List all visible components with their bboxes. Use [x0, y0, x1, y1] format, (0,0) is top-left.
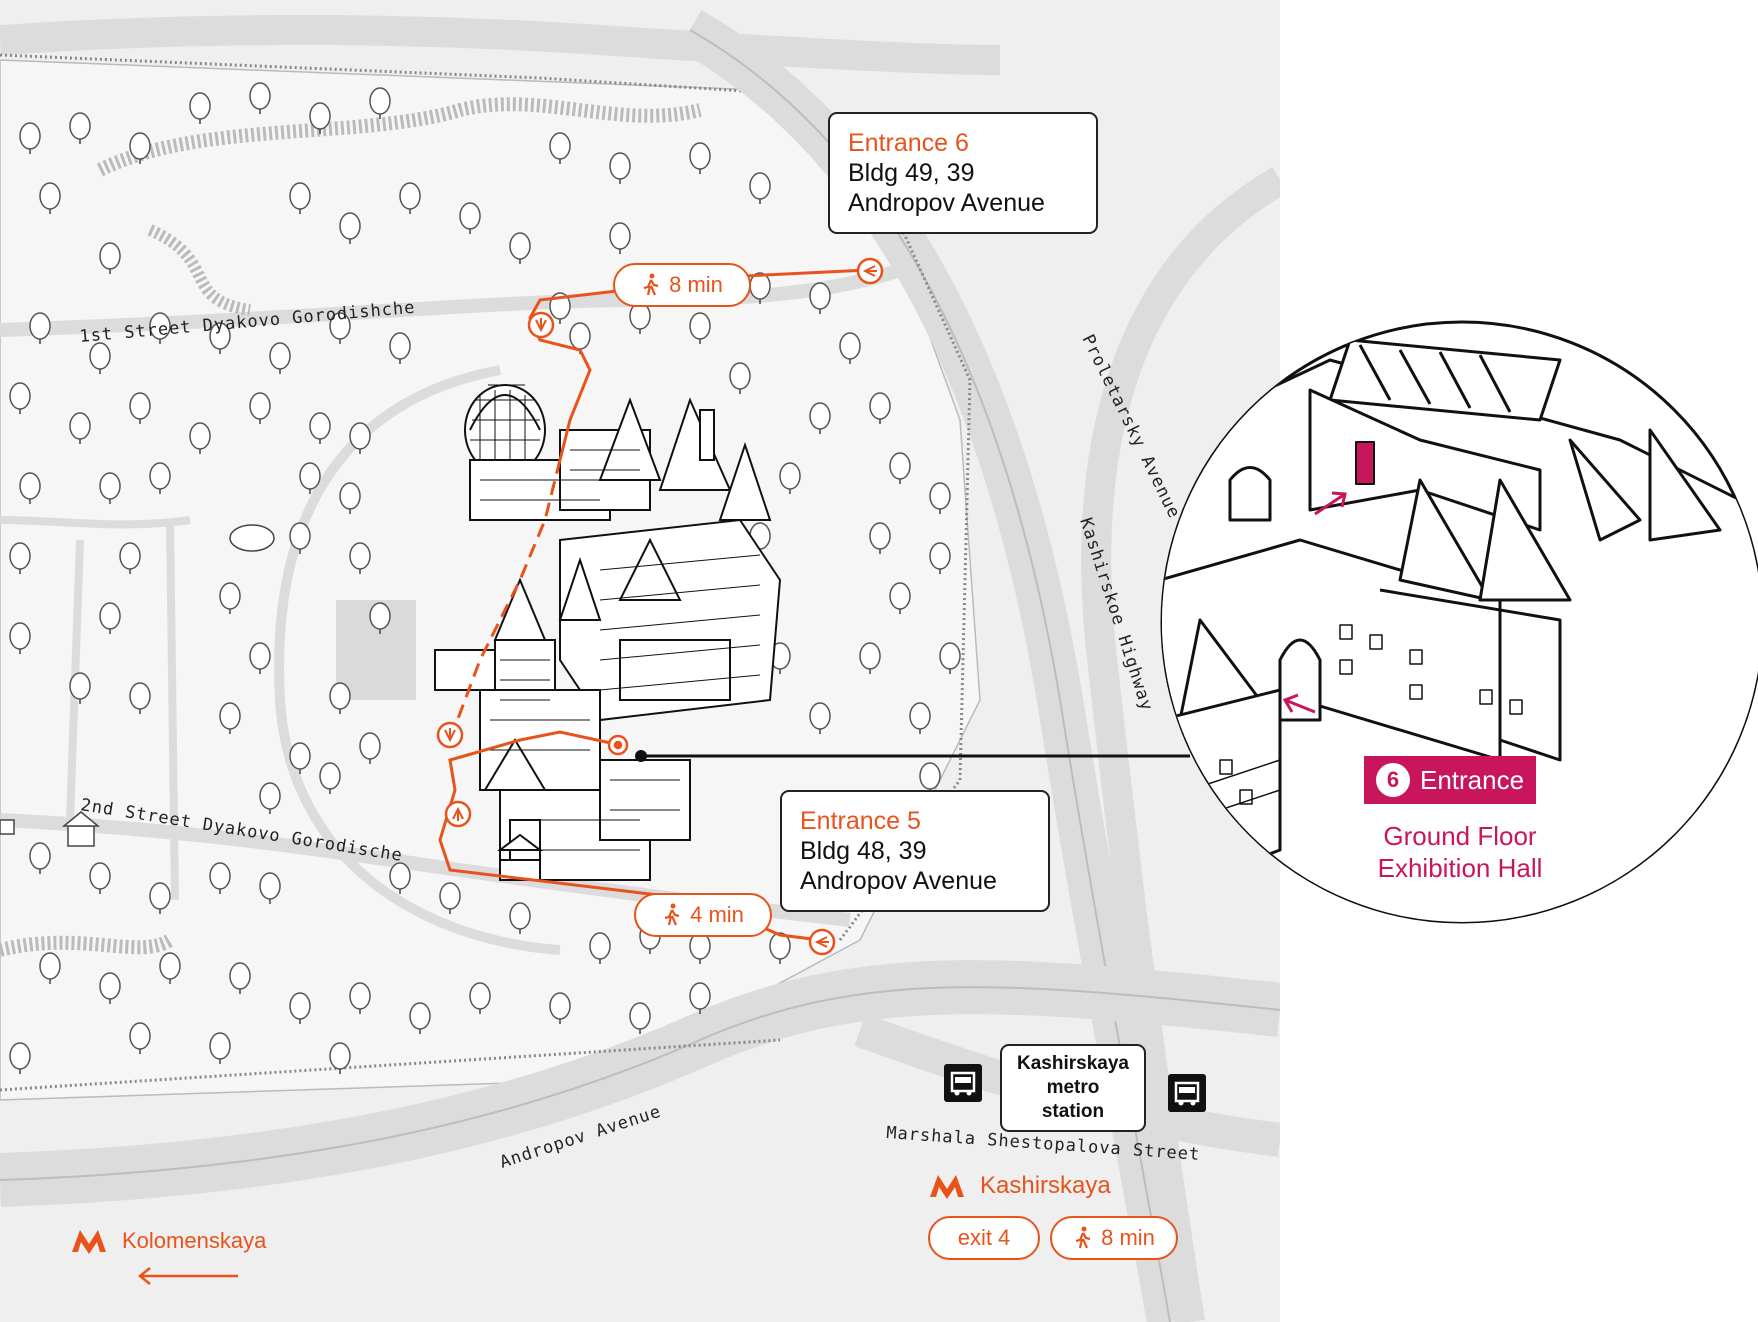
metro-walk-pill: 8 min — [1050, 1216, 1178, 1260]
zoom-anchor-dot — [635, 750, 647, 762]
entrance-arrows — [1282, 491, 1347, 714]
bus-stop-line2: metro station — [1041, 1077, 1105, 1122]
bus-stop-line1: Kashirskaya — [1017, 1053, 1129, 1074]
walker-icon — [643, 273, 659, 296]
metro-icon — [930, 1175, 964, 1199]
entrance6-line2: Andropov Avenue — [848, 189, 1045, 217]
bus-stop-label[interactable]: Kashirskaya metro station — [1000, 1044, 1146, 1132]
metro-icon — [72, 1230, 106, 1254]
zoom-line2: Exhibition Hall — [1377, 853, 1543, 883]
arrow-left-icon — [137, 1267, 238, 1285]
exhibition-hall-label: Ground Floor Exhibition Hall — [1340, 820, 1580, 884]
entrance6-walk-pill: 8 min — [613, 263, 751, 307]
metro-exit-label: exit 4 — [957, 1225, 1011, 1250]
entrance5-callout[interactable]: Entrance 5 Bldg 48, 39 Andropov Avenue — [780, 790, 1050, 912]
metro-walk-time: 8 min — [1101, 1225, 1155, 1250]
route-markers — [436, 257, 884, 956]
metro-kolomenskaya-name: Kolomenskaya — [122, 1228, 267, 1253]
metro-exit-pill: exit 4 — [928, 1216, 1040, 1260]
metro-kolomenskaya[interactable]: Kolomenskaya — [70, 1228, 266, 1254]
route-marker-arrows — [444, 265, 877, 948]
zoom-line1: Ground Floor — [1383, 821, 1537, 851]
zoom-circle — [1160, 320, 1758, 924]
bus-icon — [1168, 1074, 1206, 1112]
entrance5-line2: Andropov Avenue — [800, 867, 997, 895]
entrance5-title: Entrance 5 — [800, 807, 921, 835]
kolomenskoye-palace — [434, 384, 782, 881]
entrance5-walk-time: 4 min — [690, 902, 744, 927]
entrance6-title: Entrance 6 — [848, 129, 969, 157]
entrance6-walk-time: 8 min — [669, 272, 723, 297]
metro-kashirskaya[interactable]: Kashirskaya — [928, 1172, 1111, 1200]
bus-icon — [944, 1064, 982, 1102]
entrance6-line1: Bldg 49, 39 — [848, 159, 975, 187]
walker-icon — [664, 903, 680, 926]
metro-kashirskaya-name: Kashirskaya — [980, 1172, 1111, 1199]
entrance-number: 6 — [1376, 763, 1410, 797]
entrance5-line1: Bldg 48, 39 — [800, 837, 927, 865]
walker-icon — [1075, 1226, 1091, 1249]
entrance6-badge: 6 Entrance — [1364, 756, 1537, 804]
pavilions — [0, 524, 275, 847]
entrance5-walk-pill: 4 min — [634, 893, 772, 937]
entrance6-callout[interactable]: Entrance 6 Bldg 49, 39 Andropov Avenue — [828, 112, 1098, 234]
entrance-badge-label: Entrance — [1420, 764, 1525, 795]
